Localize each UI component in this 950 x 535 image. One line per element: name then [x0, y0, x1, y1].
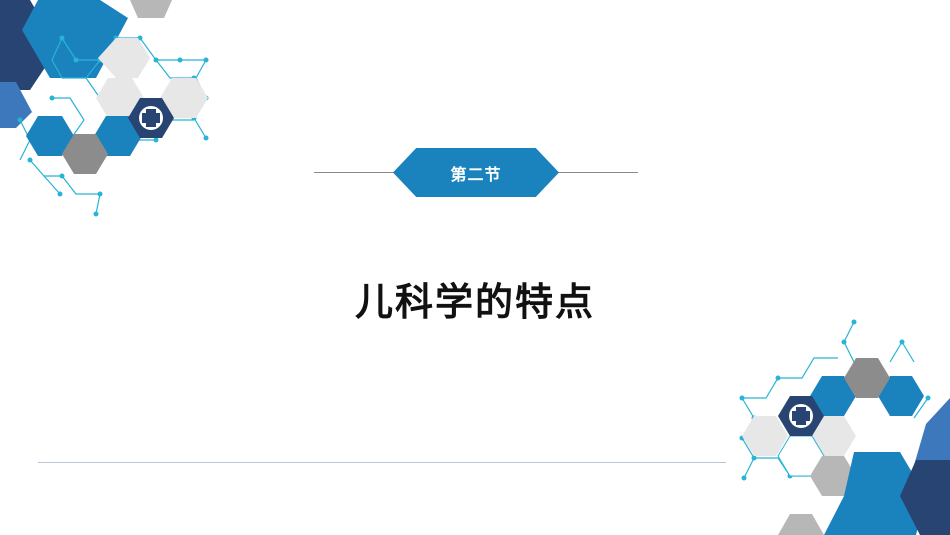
- corner-shape: [824, 452, 926, 535]
- hexagon: [742, 416, 788, 456]
- bottom-divider: [38, 462, 726, 463]
- section-label: 第二节: [450, 164, 502, 184]
- hexagon-decoration-top-left: [0, 0, 209, 217]
- medical-cross-icon: [789, 404, 813, 428]
- corner-shape: [900, 460, 950, 535]
- section-badge: 第二节: [393, 148, 559, 197]
- page-title: 儿科学的特点: [354, 280, 595, 324]
- hexagon: [98, 38, 150, 78]
- corner-shape: [778, 514, 824, 535]
- hexagon: [810, 376, 856, 416]
- hexagon: [96, 78, 144, 118]
- hexagon: [810, 416, 856, 456]
- hexagon: [878, 376, 924, 416]
- medical-cross-icon: [139, 106, 163, 130]
- hexagon-decoration-bottom-right: [739, 319, 950, 535]
- hexagon: [94, 116, 142, 156]
- corner-shape: [0, 82, 32, 128]
- corner-shape: [0, 0, 58, 90]
- section-divider-right: [545, 172, 638, 173]
- corner-shape: [130, 0, 172, 18]
- hexagon: [160, 78, 208, 118]
- section-divider-left: [314, 172, 408, 173]
- hexagon: [26, 116, 74, 156]
- hexagon: [844, 358, 890, 398]
- hexagon: [62, 134, 108, 174]
- hexagon: [810, 456, 856, 496]
